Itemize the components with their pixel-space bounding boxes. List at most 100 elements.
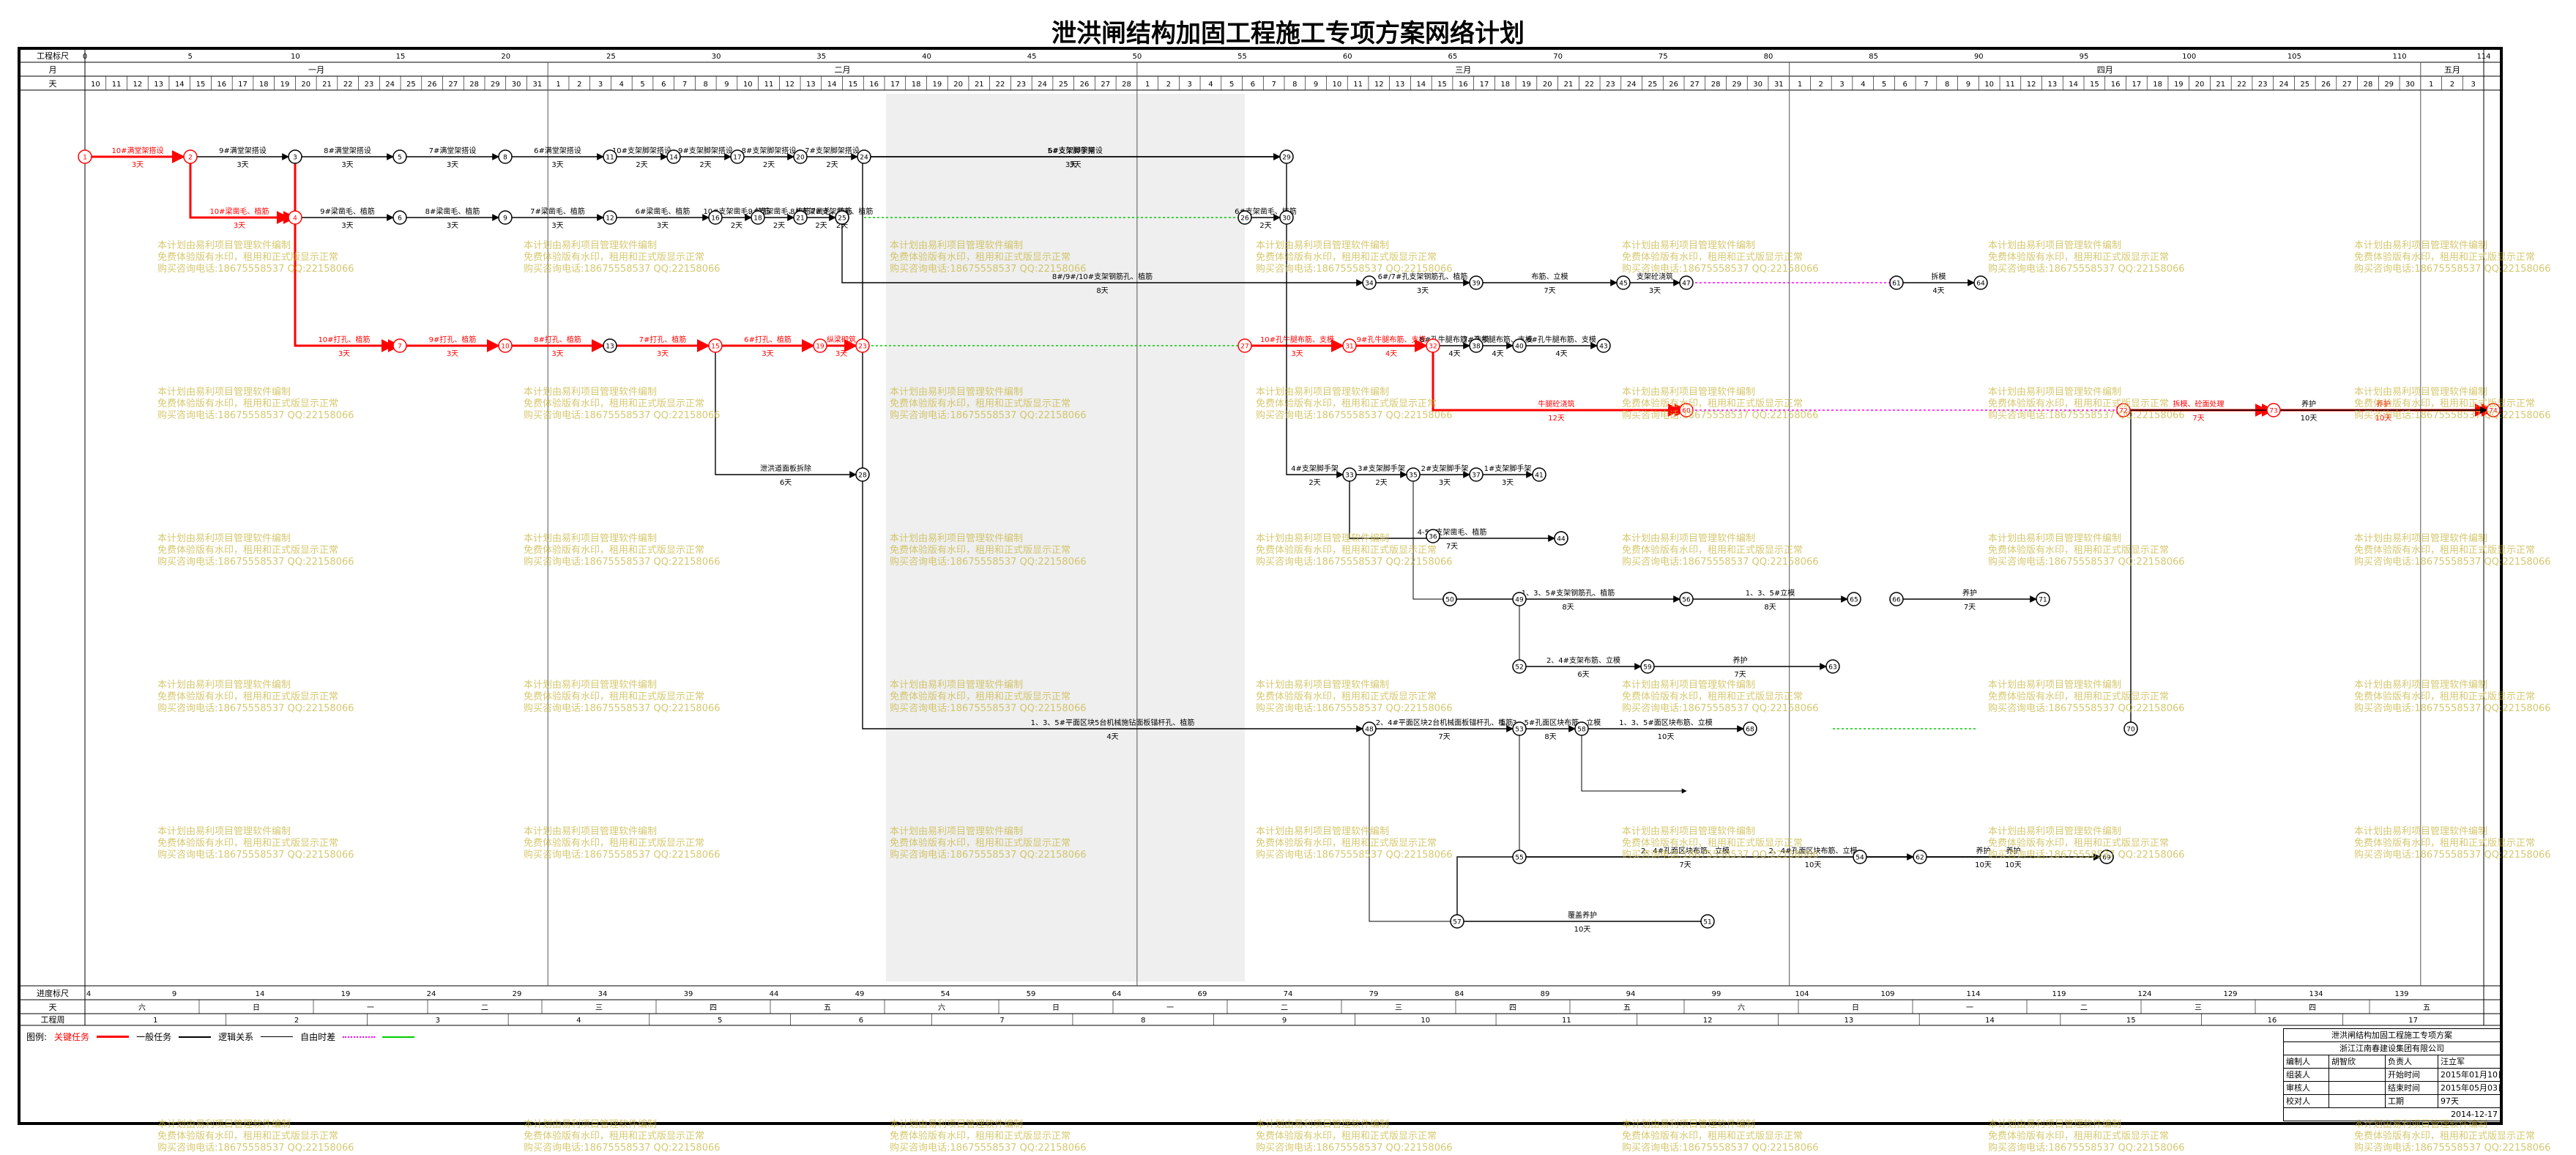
footer-day-label: 天 bbox=[49, 1003, 57, 1012]
day-label: 27 bbox=[449, 81, 458, 89]
week-label: 12 bbox=[1703, 1017, 1713, 1025]
network-node bbox=[813, 338, 827, 353]
day-label: 20 bbox=[953, 81, 963, 89]
legend-normal-swatch bbox=[179, 1036, 212, 1038]
activity-label: 10#孔牛腿布筋、支模 bbox=[1260, 335, 1334, 344]
day-label: 23 bbox=[365, 81, 374, 89]
week-label: 10 bbox=[1421, 1017, 1430, 1025]
day-label: 22 bbox=[343, 81, 353, 89]
network-node bbox=[1406, 467, 1421, 482]
header-month-label: 月 bbox=[49, 65, 57, 75]
activity-arrow bbox=[2130, 406, 2487, 735]
title-block-project: 泄洪闸结构加固工程施工专项方案 bbox=[2331, 1030, 2452, 1040]
activity-duration: 3天 bbox=[1439, 479, 1451, 487]
title-block-cell bbox=[2329, 1069, 2385, 1081]
activity-duration: 8天 bbox=[1096, 287, 1108, 295]
activity-duration: 4天 bbox=[1448, 350, 1460, 358]
network-node-id: 8 bbox=[503, 155, 507, 162]
progress-tick-label: 54 bbox=[941, 990, 950, 998]
activity-duration: 2天 bbox=[731, 222, 742, 230]
scale-tick-label: 100 bbox=[2182, 53, 2196, 61]
day-label: 11 bbox=[1353, 81, 1363, 89]
network-node bbox=[1640, 659, 1655, 674]
activity-label: 拆模 bbox=[1932, 272, 1946, 281]
network-node-id: 24 bbox=[860, 155, 868, 162]
day-label: 3 bbox=[1839, 81, 1844, 89]
network-node-id: 6 bbox=[398, 215, 402, 223]
activity-duration: 2天 bbox=[1375, 479, 1387, 487]
day-label: 23 bbox=[2258, 81, 2268, 89]
day-label: 11 bbox=[2006, 81, 2015, 89]
day-label: 27 bbox=[2342, 81, 2352, 89]
network-node-id: 57 bbox=[1453, 919, 1461, 926]
network-node bbox=[1512, 338, 1527, 353]
network-node bbox=[1574, 721, 1589, 736]
scale-tick-label: 35 bbox=[816, 53, 826, 61]
activity-duration: 4天 bbox=[1555, 350, 1567, 358]
day-label: 13 bbox=[2048, 81, 2058, 89]
network-node-id: 70 bbox=[2126, 727, 2135, 734]
day-label: 28 bbox=[1122, 81, 1131, 89]
weekday-label: 日 bbox=[253, 1004, 260, 1012]
title-block-cell: 2015年01月10日 bbox=[2438, 1069, 2500, 1081]
activity-duration: 3天 bbox=[447, 222, 458, 230]
activity-duration: 7天 bbox=[1679, 861, 1691, 869]
logic-line bbox=[1581, 729, 1687, 794]
activity-duration: 2天 bbox=[636, 161, 647, 169]
network-node bbox=[1426, 529, 1440, 543]
activity-duration: 8天 bbox=[1544, 733, 1556, 741]
network-node-id: 64 bbox=[1976, 281, 1985, 288]
activity-arrow bbox=[1286, 163, 1344, 478]
title-block-cell: 工期 bbox=[2385, 1095, 2438, 1107]
activity-duration: 4天 bbox=[1106, 733, 1118, 741]
activity-label: 9#梁凿毛、植筋 bbox=[320, 207, 375, 216]
scale-tick-label: 114 bbox=[2476, 53, 2490, 61]
network-node-id: 3 bbox=[293, 155, 297, 162]
activity-duration: 2天 bbox=[699, 161, 711, 169]
activity-label: 5#支架脚手架 bbox=[1048, 146, 1095, 155]
activity-label: 1、3、5#支架钢筋孔、植筋 bbox=[1522, 588, 1615, 598]
activity-duration: 7天 bbox=[2192, 415, 2204, 423]
scale-tick-label: 65 bbox=[1448, 53, 1458, 61]
day-label: 4 bbox=[1208, 81, 1213, 89]
header-scale-label: 工程标尺 bbox=[37, 51, 69, 61]
day-label: 12 bbox=[1374, 81, 1384, 89]
week-label: 7 bbox=[999, 1017, 1004, 1025]
network-node-id: 56 bbox=[1682, 597, 1691, 604]
network-node-id: 31 bbox=[1345, 343, 1353, 351]
day-label: 22 bbox=[2237, 81, 2246, 89]
day-label: 21 bbox=[975, 81, 984, 89]
activity-label: 9#支架脚架搭设 bbox=[678, 146, 733, 155]
network-node bbox=[1679, 275, 1694, 290]
progress-tick-label: 139 bbox=[2394, 990, 2408, 998]
network-node bbox=[1279, 210, 1294, 225]
week-label: 6 bbox=[859, 1017, 863, 1025]
network-node-id: 49 bbox=[1515, 597, 1524, 604]
day-label: 23 bbox=[1606, 81, 1615, 89]
scale-tick-label: 30 bbox=[712, 53, 721, 61]
network-node-id: 35 bbox=[1409, 472, 1417, 480]
month-label: 三月 bbox=[1455, 65, 1471, 75]
network-node-id: 28 bbox=[858, 472, 867, 480]
day-label: 19 bbox=[932, 81, 942, 89]
title-block-cell bbox=[2329, 1082, 2385, 1094]
activity-duration: 10天 bbox=[1574, 926, 1591, 934]
day-label: 25 bbox=[406, 81, 416, 89]
logic-line bbox=[1369, 729, 1458, 924]
activity-duration: 8天 bbox=[1562, 604, 1574, 612]
scale-tick-label: 20 bbox=[501, 53, 510, 61]
network-node bbox=[392, 338, 407, 353]
network-node bbox=[288, 210, 302, 225]
day-label: 4 bbox=[1861, 81, 1865, 89]
day-label: 1 bbox=[2429, 81, 2433, 89]
day-label: 26 bbox=[428, 81, 437, 89]
activity-duration: 3天 bbox=[1417, 287, 1429, 295]
title-block-cell: 校对人 bbox=[2286, 1096, 2310, 1106]
activity-duration: 3天 bbox=[1065, 161, 1077, 169]
day-label: 3 bbox=[1187, 81, 1191, 89]
weekday-label: 日 bbox=[1852, 1004, 1859, 1012]
week-label: 3 bbox=[436, 1017, 440, 1025]
activity-duration: 7天 bbox=[1446, 543, 1458, 551]
day-label: 10 bbox=[1984, 81, 1994, 89]
network-node-id: 37 bbox=[1472, 472, 1480, 480]
